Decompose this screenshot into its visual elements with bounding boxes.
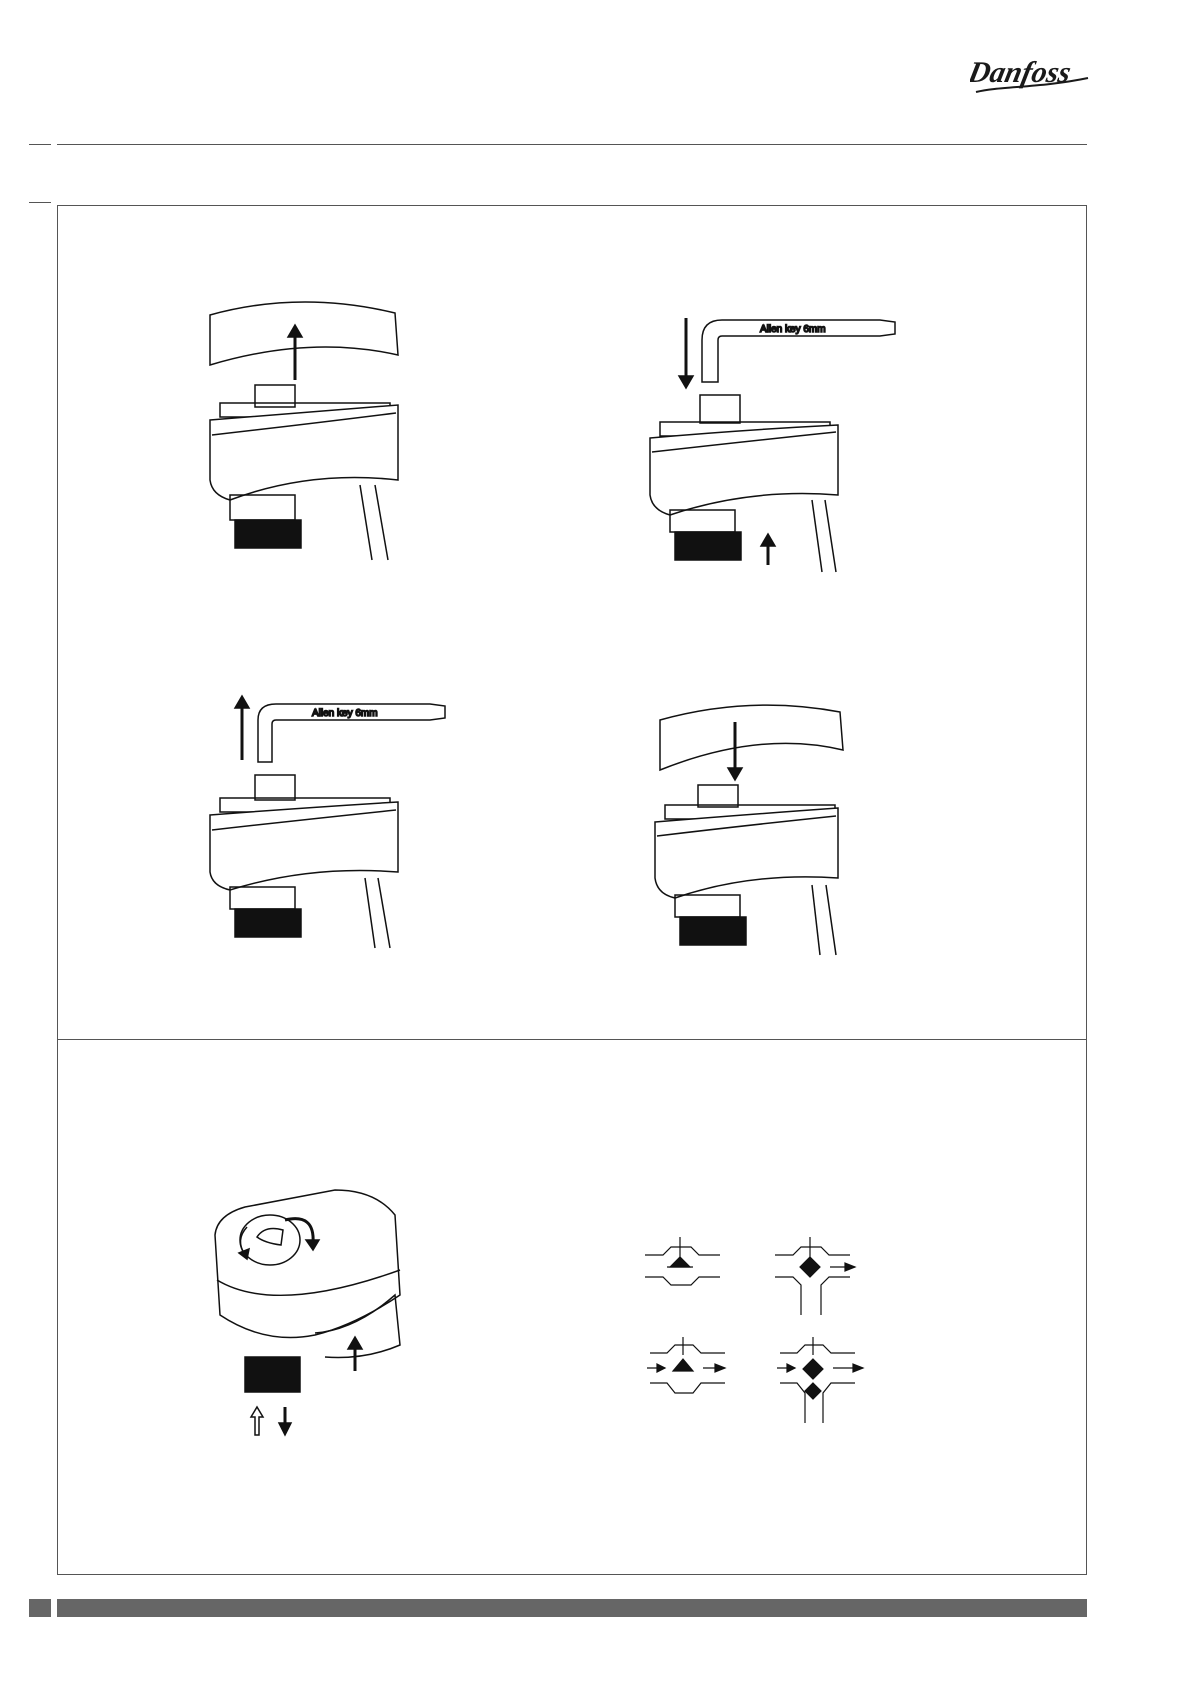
valve-symbol-two-way-flow: [645, 1335, 735, 1405]
svg-text:Danfoss: Danfoss: [970, 55, 1074, 89]
valve-symbol-two-way: [645, 1235, 725, 1300]
valve-symbol-three-way-diverting: [775, 1335, 870, 1425]
illustration-insert-key: Allen key 6mm: [640, 310, 940, 575]
allen-key-label: Allen key 6mm: [312, 708, 378, 719]
allen-key-label: Allen key 6mm: [760, 324, 826, 335]
valve-symbol-three-way-mixing: [775, 1235, 865, 1320]
illustration-replace-cover: [640, 700, 860, 965]
footer-page-marker: [29, 1599, 51, 1617]
illustration-remove-cover: [200, 295, 420, 570]
header-rule-short: [29, 144, 51, 145]
frame-divider: [57, 1039, 1087, 1040]
section-rule-short: [29, 202, 51, 203]
illustration-manual-override: [205, 1185, 415, 1445]
illustration-remove-key: Allen key 6mm: [200, 690, 500, 955]
danfoss-logo: Danfoss: [970, 48, 1092, 96]
footer-bar: [57, 1599, 1087, 1617]
header-rule: [57, 144, 1087, 145]
